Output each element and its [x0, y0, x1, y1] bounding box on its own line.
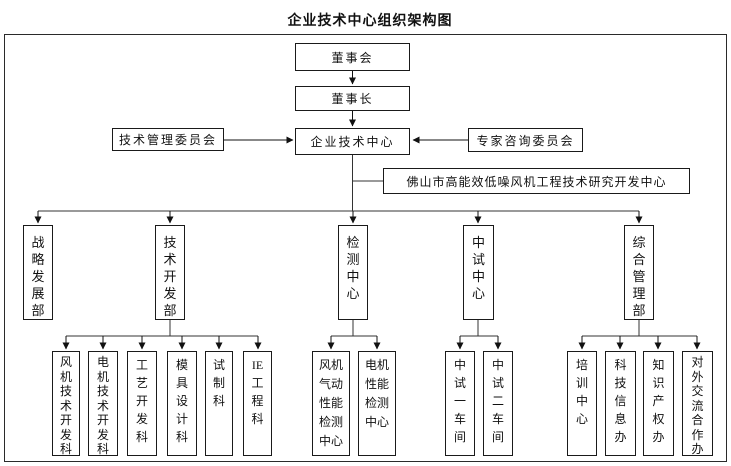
node-sci-tech-info-office: 科技信息办 — [605, 351, 636, 456]
node-pilot-center: 中试中心 — [463, 225, 494, 320]
node-external-exchange-office: 对外交流合作办 — [682, 351, 713, 456]
node-ip-office: 知识产权办 — [643, 351, 674, 456]
node-chairman: 董事长 — [295, 86, 410, 111]
node-tech-center: 企业技术中心 — [295, 128, 410, 155]
node-process-dev-section: 工艺开发科 — [127, 351, 157, 456]
node-pilot-workshop-2: 中试二车间 — [483, 351, 513, 456]
node-tech-mgmt-committee: 技术管理委员会 — [112, 128, 224, 151]
diagram-title: 企业技术中心组织架构图 — [287, 14, 453, 29]
node-expert-advisory-committee: 专家咨询委员会 — [468, 128, 583, 152]
node-motor-tech-dev-section: 电机技术开发科 — [88, 351, 118, 456]
node-strategy-dept: 战略发展部 — [23, 225, 53, 320]
node-fan-tech-dev-section: 风机技术开发科 — [52, 351, 80, 456]
node-testing-center: 检测中心 — [338, 225, 368, 320]
node-motor-perf-testing-center: 电机性能检测中心 — [358, 351, 396, 456]
node-tech-dev-dept: 技术开发部 — [155, 225, 185, 320]
node-board: 董事会 — [295, 43, 410, 71]
node-foshan-research-center: 佛山市高能效低噪风机工程技术研究开发中心 — [383, 168, 690, 194]
node-fan-aero-testing-center: 风机气动性能检测中心 — [312, 351, 350, 456]
node-mold-design-section: 模具设计科 — [167, 351, 197, 456]
node-pilot-workshop-1: 中试一车间 — [445, 351, 475, 456]
node-trial-production-section: 试制科 — [205, 351, 233, 456]
diagram-border — [4, 34, 727, 462]
node-ie-engineering-section: IE工程科 — [243, 351, 272, 456]
node-training-center: 培训中心 — [567, 351, 597, 456]
node-general-mgmt-dept: 综合管理部 — [624, 225, 654, 320]
